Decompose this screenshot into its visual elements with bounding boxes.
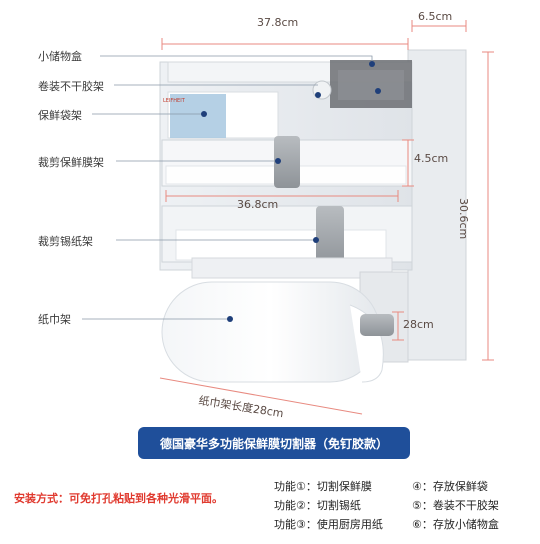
dim-blade-width: 36.8cm [237,198,279,211]
storage-box-window [338,70,404,100]
function-1-text: 切割保鲜膜 [316,480,372,493]
product-title: 德国豪华多功能保鲜膜切割器（免钉胶款） [159,436,388,451]
callout-bag-holder: 保鲜袋架 [38,109,82,122]
callout-film-cutter: 裁剪保鲜膜架 [38,156,104,169]
function-1-num: 功能①： [274,480,317,493]
dim-depth: 6.5cm [418,10,453,23]
function-6: ⑥：存放小储物盒 [412,516,499,532]
lower-frame [191,257,393,279]
function-6-num: ⑥： [412,518,433,531]
bags [170,94,226,138]
function-4-num: ④： [412,480,433,493]
function-2-text: 切割锡纸 [316,499,361,512]
function-4-text: 存放保鲜袋 [432,480,488,493]
dim-roll: 28cm [403,318,434,331]
function-3: 功能③：使用厨房用纸 [274,516,383,532]
dim-width: 37.8cm [257,16,299,29]
function-2: 功能②：切割锡纸 [274,497,361,513]
function-2-num: 功能②： [274,499,317,512]
dim-film-height: 4.5cm [414,152,449,165]
brand-mark: LEIFHEIT [163,98,186,104]
dimension-lines [159,20,494,415]
function-3-num: 功能③： [274,518,317,531]
film-slider [274,136,300,188]
dim-height: 30.6cm [457,198,470,240]
callout-dots [201,61,381,322]
function-4: ④：存放保鲜袋 [412,478,488,494]
install-note: 安装方式：可免打孔粘贴到各种光滑平面。 [14,492,223,505]
paper-towel-roll [161,281,381,383]
function-6-text: 存放小储物盒 [432,518,499,531]
callout-towel-holder: 纸巾架 [38,313,71,326]
towel-knob [360,314,394,336]
function-5-text: 卷装不干胶架 [432,499,499,512]
function-1: 功能①：切割保鲜膜 [274,478,372,494]
foil-sheet [175,229,387,261]
back-panel [407,49,467,361]
callout-storage-box: 小储物盒 [38,50,82,63]
callout-foil-cutter: 裁剪锡纸架 [38,235,93,248]
product-title-banner: 德国豪华多功能保鲜膜切割器（免钉胶款） [138,427,410,459]
function-3-text: 使用厨房用纸 [316,518,383,531]
function-5: ⑤：卷装不干胶架 [412,497,499,513]
foil-slider [316,206,344,268]
function-5-num: ⑤： [412,499,433,512]
callout-tape-holder: 卷装不干胶架 [38,80,104,93]
